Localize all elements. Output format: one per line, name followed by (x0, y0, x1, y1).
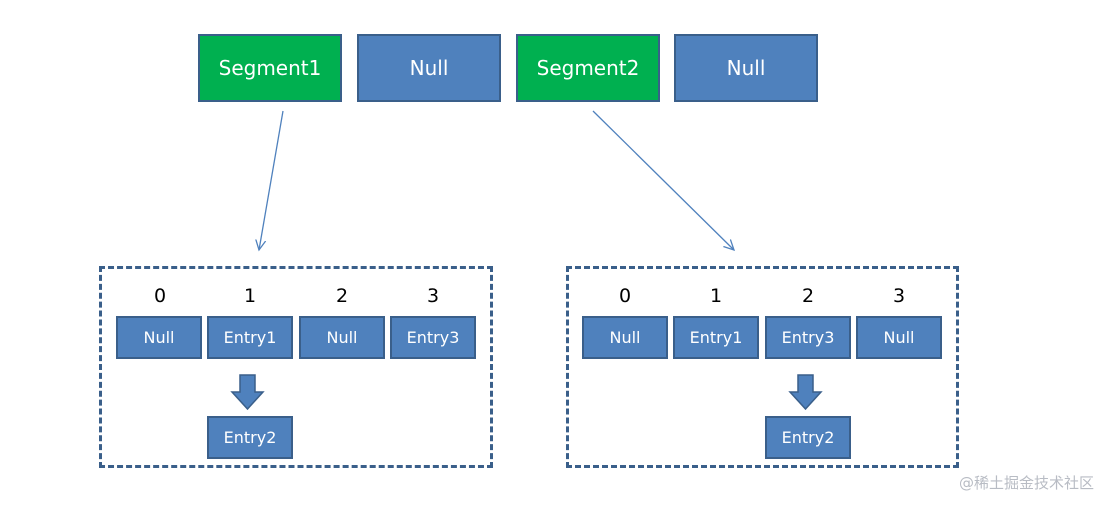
table-cell: Entry3 (765, 316, 851, 359)
index-label: 2 (801, 285, 815, 307)
segment-null-2: Null (674, 34, 818, 102)
table-cell: Entry1 (673, 316, 759, 359)
segment-2: Segment2 (516, 34, 660, 102)
cell-label: Null (143, 328, 175, 347)
table-cell: Null (582, 316, 668, 359)
cell-label: Entry3 (781, 328, 835, 347)
segment-null-1-label: Null (409, 56, 449, 80)
index-label: 1 (709, 285, 723, 307)
index-label: 3 (426, 285, 440, 307)
cell-label: Null (883, 328, 915, 347)
segment-2-pointer-arrow (592, 110, 734, 250)
index-label: 1 (243, 285, 257, 307)
cell-label: Entry1 (223, 328, 277, 347)
cell-label: Entry1 (689, 328, 743, 347)
watermark: @稀土掘金技术社区 (958, 474, 1094, 492)
segment-2-table (566, 266, 959, 468)
table-cell: Null (299, 316, 385, 359)
index-label: 3 (892, 285, 906, 307)
segment-1-label: Segment1 (218, 56, 322, 80)
chained-entry: Entry2 (207, 416, 293, 459)
table-cell: Null (116, 316, 202, 359)
chain-down-arrow-icon (230, 374, 265, 411)
segment-null-1: Null (357, 34, 501, 102)
segment-1-pointer-arrow (259, 110, 284, 250)
table-cell: Entry1 (207, 316, 293, 359)
chained-entry: Entry2 (765, 416, 851, 459)
segment-null-2-label: Null (726, 56, 766, 80)
chained-entry-label: Entry2 (223, 428, 277, 447)
table-cell: Null (856, 316, 942, 359)
segment-2-label: Segment2 (536, 56, 640, 80)
index-label: 0 (618, 285, 632, 307)
chain-down-arrow-icon (788, 374, 823, 411)
segment-1-table (99, 266, 493, 468)
segment-1: Segment1 (198, 34, 342, 102)
cell-label: Entry3 (406, 328, 460, 347)
cell-label: Null (609, 328, 641, 347)
cell-label: Null (326, 328, 358, 347)
index-label: 2 (335, 285, 349, 307)
chained-entry-label: Entry2 (781, 428, 835, 447)
table-cell: Entry3 (390, 316, 476, 359)
index-label: 0 (153, 285, 167, 307)
